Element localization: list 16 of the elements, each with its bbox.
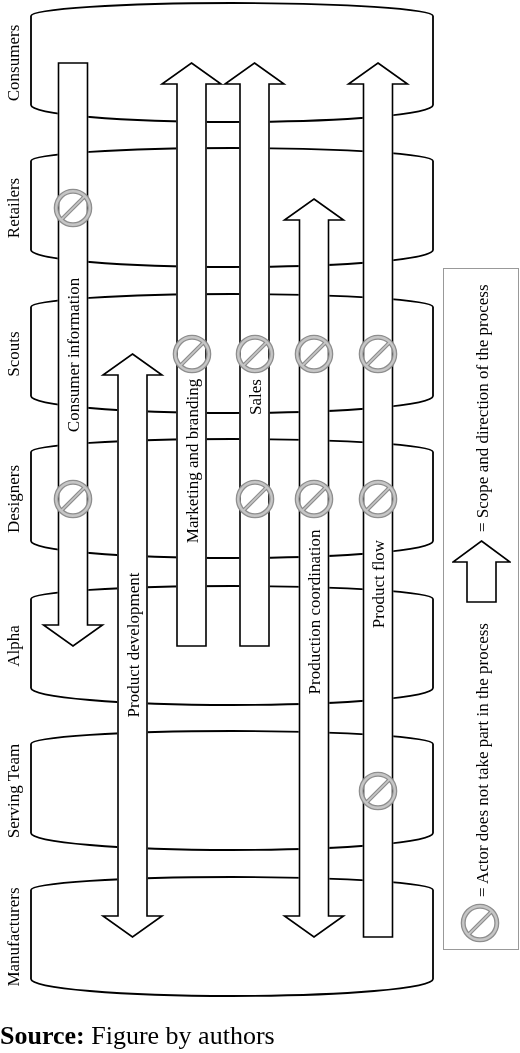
band-label: Scouts (3, 331, 23, 377)
band-label: Retailers (3, 177, 23, 239)
block-arrow (346, 62, 410, 938)
block-arrow (282, 198, 346, 938)
block-arrow (41, 62, 105, 647)
band-label: Alpha (3, 625, 23, 667)
block-arrow (159, 62, 224, 647)
legend-text: = Actor does not take part in the process (472, 623, 492, 897)
band-label: Designers (3, 465, 23, 533)
band-label: Consumers (3, 24, 23, 102)
block-arrow (222, 62, 287, 647)
band-label: Manufacturers (3, 887, 23, 987)
legend-text: = Scope and direction of the process (472, 284, 492, 532)
caption: Source: Figure by authors (0, 1021, 275, 1051)
band-label: Serving Team (3, 743, 23, 839)
block-arrow (100, 353, 165, 938)
